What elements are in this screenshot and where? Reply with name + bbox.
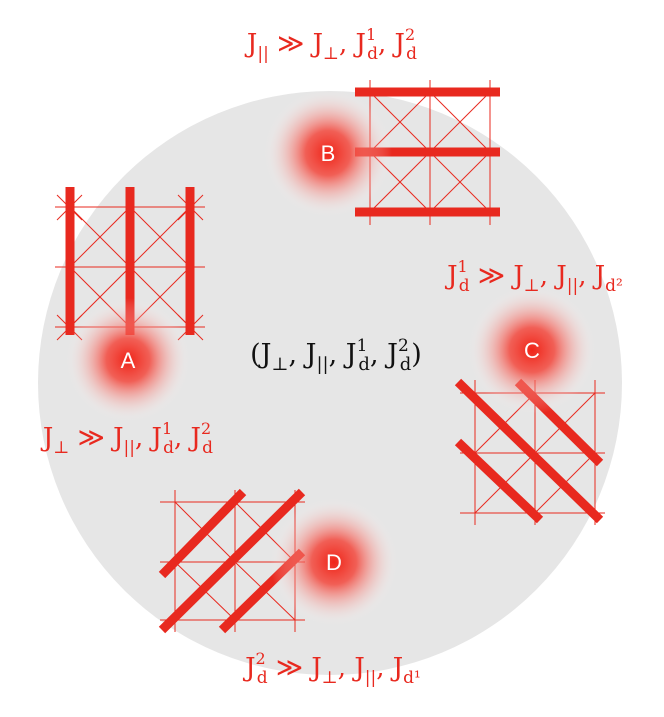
node-a-label: A [121,348,136,373]
node-a: A [66,298,190,422]
node-c: C [468,286,596,414]
node-b: B [264,89,392,217]
node-a-glow [66,298,190,422]
node-c-glow [468,286,596,414]
node-d-label: D [326,550,342,575]
node-b-label: B [321,141,336,166]
node-d-glow [270,498,398,626]
lattice-c [454,378,605,525]
node-b-glow [264,89,392,217]
phase-space-disk [38,91,622,675]
node-c-label: C [524,338,540,363]
node-d: D [270,498,398,626]
